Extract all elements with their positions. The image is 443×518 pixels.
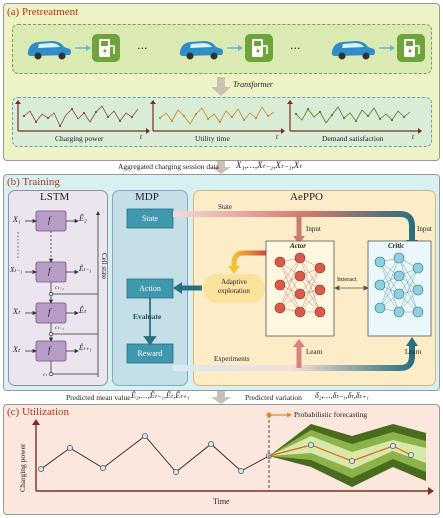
mdp-evaluate-label: Evaluate [133, 312, 162, 321]
ellipsis-2: ··· [290, 42, 301, 55]
y-axis-label: Charging power [18, 443, 27, 492]
predicted-variation-values: δ₂,…,δₜ₋₁,δₜ,δₜ₊₁ [315, 391, 369, 400]
predicted-variation-label: Predicted variation [245, 393, 302, 402]
x-axis-label: Time [213, 497, 230, 506]
aeppo-title: AePPO [290, 191, 324, 203]
lstm-c-3: cₜ [43, 372, 48, 378]
experiments-arrow [173, 344, 415, 371]
lstm-output-4: Êₜ₊₁ [79, 344, 92, 352]
aggregated-sequence: X₁,…,Xₜ₋₂,Xₜ₋₁,Xₜ [236, 160, 302, 170]
lstm-input-2: Xₜ₋₁ [10, 266, 23, 274]
mdp-state-box [126, 208, 174, 229]
adaptive-exploration-box [203, 274, 265, 303]
lstm-cell-f-3: f [48, 307, 51, 317]
lstm-output-2: Êₜ₋₁ [79, 265, 92, 273]
charging-station-icon [397, 34, 425, 62]
ev-car-icon [27, 41, 71, 60]
lstm-c-2: cₜ₋₁ [55, 325, 64, 331]
lstm-cells [17, 210, 100, 377]
feature-t-2: t [276, 133, 278, 141]
mdp-title: MDP [135, 191, 159, 203]
ev-car-icon [179, 41, 223, 60]
interact-label: Interact [337, 276, 357, 283]
charging-station-icon [92, 34, 120, 62]
aggregated-label: Aggregated charging session data [118, 162, 219, 171]
feature-t-3: t [412, 133, 414, 141]
lstm-input-4: Xₜ [13, 345, 21, 354]
adaptive-exploration-label: Adaptive exploration [218, 278, 250, 295]
predicted-mean-values: Ê₂,…,Êₜ₋₁,Êₜ,Êₜ₊₁ [131, 391, 190, 400]
charging-power-chart [15, 100, 150, 134]
lstm-output-1: Ê₂ [79, 214, 87, 223]
lstm-title: LSTM [40, 191, 70, 203]
pretreatment-title: (a) Pretreatment [7, 6, 79, 18]
transformer-arrow [211, 87, 231, 96]
mdp-reward-label: Reward [137, 349, 163, 358]
actor-learn-label: Learn [306, 348, 323, 356]
actor-input-label: Input [306, 225, 321, 233]
mdp-state-label: State [142, 214, 158, 223]
critic-label: Critic [388, 242, 405, 250]
lstm-cell-f-1: f [48, 215, 51, 225]
aeppo-state-label: State [218, 203, 232, 211]
utilization-title: (c) Utilization [7, 406, 70, 418]
critic-input-label: Input [417, 225, 432, 233]
training-title: (b) Training [7, 176, 60, 188]
charging-station-icon [245, 34, 273, 62]
lstm-cell-f-2: f [48, 266, 51, 276]
lstm-c-1: cₜ₋₂ [55, 285, 64, 291]
lstm-cell-f-4: f [48, 345, 51, 355]
feature-strip [12, 97, 432, 147]
demand-satisfaction-chart [287, 100, 422, 134]
lstm-input-1: X₁ [13, 215, 21, 224]
actor-label: Actor [290, 242, 306, 250]
ellipsis-1: ··· [137, 42, 148, 55]
probabilistic-forecasting-label: Probabilistic forecasting [294, 410, 368, 419]
transformer-label: Transformer [233, 80, 274, 89]
mdp-action-label: Action [139, 284, 161, 293]
critic-learn-label: Learn [405, 348, 422, 356]
feature-label-demand-satisfaction: Demand satisfaction [322, 134, 384, 143]
state-flow-arrow [173, 211, 415, 240]
predicted-mean-label: Predicted mean value [66, 393, 131, 402]
ev-car-icon [331, 41, 375, 60]
experiments-label: Experiments [214, 355, 250, 363]
feature-t-1: t [140, 133, 142, 141]
feature-label-utility-time: Utility time [195, 134, 230, 143]
lstm-input-3: Xₜ [13, 307, 21, 316]
utility-time-chart [150, 100, 285, 134]
lstm-output-3: Êₜ [79, 306, 87, 315]
feature-label-charging-power: Charging power [55, 134, 104, 143]
